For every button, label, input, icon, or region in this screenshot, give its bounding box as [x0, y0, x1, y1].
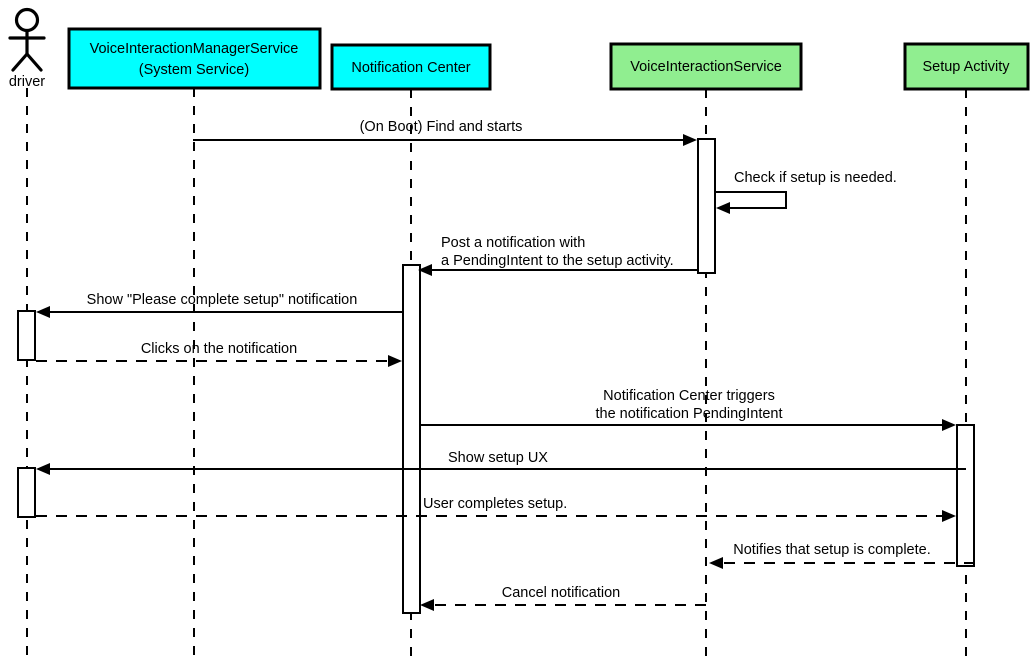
- message-label-clicks-on-the-notification: Clicks on the notification: [141, 341, 297, 357]
- message-post-a-notification[interactable]: Post a notification with a PendingIntent…: [418, 235, 698, 276]
- message-label-post-a-notification-line1: Post a notification with: [441, 235, 585, 251]
- arrowhead-right-icon: [388, 355, 402, 367]
- participant-box-setup-activity[interactable]: [903, 42, 1030, 91]
- arrowhead-right-icon: [942, 510, 956, 522]
- arrowhead-right-icon: [683, 134, 697, 146]
- activation-bars-group: [17, 138, 975, 614]
- message-label-show-setup-ux: Show setup UX: [448, 450, 548, 466]
- participant-box-notification-center[interactable]: [330, 43, 492, 91]
- participant-setup-activity[interactable]: Setup Activity: [903, 42, 1030, 91]
- message-show-please-complete-setup-notification[interactable]: Show "Please complete setup" notificatio…: [36, 292, 403, 318]
- participant-label-notification-center: Notification Center: [351, 60, 470, 76]
- message-label-notification-center-triggers-line2: the notification PendingIntent: [595, 406, 782, 422]
- message-label-user-completes-setup: User completes setup.: [423, 496, 567, 512]
- message-label-show-please-complete-setup-notification: Show "Please complete setup" notificatio…: [87, 292, 358, 308]
- actor-leg-right-icon: [25, 52, 43, 72]
- message-label-notification-center-triggers-line1: Notification Center triggers: [603, 388, 775, 404]
- message-label-check-if-setup-is-needed: Check if setup is needed.: [734, 170, 897, 186]
- participant-label-setup-activity: Setup Activity: [922, 59, 1010, 75]
- message-label-on-boot-find-and-starts: (On Boot) Find and starts: [360, 119, 523, 135]
- message-label-cancel-notification: Cancel notification: [502, 585, 621, 601]
- participant-notification-center[interactable]: Notification Center: [330, 43, 492, 91]
- actor-leg-left-icon: [11, 52, 29, 72]
- message-show-setup-ux[interactable]: Show setup UX: [36, 450, 966, 475]
- participant-label-voiceinteractionservice: VoiceInteractionService: [630, 59, 782, 75]
- message-user-completes-setup[interactable]: User completes setup.: [36, 496, 956, 522]
- message-notification-center-triggers-pendingintent[interactable]: Notification Center triggers the notific…: [420, 388, 956, 431]
- participant-voiceinteractionservice[interactable]: VoiceInteractionService: [609, 42, 803, 91]
- activation-bar-setup-activity: [956, 424, 975, 567]
- participant-driver[interactable]: driver: [8, 7, 46, 91]
- arrowhead-left-icon: [716, 202, 730, 214]
- participant-voiceinteractionmanagerservice[interactable]: VoiceInteractionManagerService (System S…: [67, 27, 322, 90]
- participant-label-vims-line1: VoiceInteractionManagerService: [90, 41, 299, 57]
- message-self-path: [716, 191, 787, 209]
- arrowhead-left-icon: [420, 599, 434, 611]
- actor-head-icon: [14, 7, 40, 33]
- activation-bar-driver-1: [17, 310, 36, 361]
- message-check-if-setup-is-needed[interactable]: Check if setup is needed.: [716, 170, 897, 214]
- message-clicks-on-the-notification[interactable]: Clicks on the notification: [36, 341, 402, 367]
- activation-bar-notification-center: [402, 264, 421, 614]
- participant-box-voiceinteractionmanagerservice[interactable]: [67, 27, 322, 90]
- participant-box-voiceinteractionservice[interactable]: [609, 42, 803, 91]
- participant-label-vims-line2: (System Service): [139, 62, 249, 78]
- arrowhead-left-icon: [709, 557, 723, 569]
- participant-label-driver: driver: [9, 74, 45, 90]
- message-label-notifies-that-setup-is-complete: Notifies that setup is complete.: [733, 542, 930, 558]
- message-notifies-that-setup-is-complete[interactable]: Notifies that setup is complete.: [709, 542, 975, 569]
- message-label-post-a-notification-line2: a PendingIntent to the setup activity.: [441, 253, 674, 269]
- message-on-boot-find-and-starts[interactable]: (On Boot) Find and starts: [193, 119, 697, 146]
- activation-bar-voiceinteractionservice-1: [697, 138, 716, 274]
- arrowhead-right-icon: [942, 419, 956, 431]
- arrowhead-left-icon: [36, 306, 50, 318]
- arrowhead-left-icon: [36, 463, 50, 475]
- arrowhead-left-icon: [418, 264, 432, 276]
- activation-bar-driver-2: [17, 467, 36, 518]
- message-cancel-notification[interactable]: Cancel notification: [420, 585, 706, 611]
